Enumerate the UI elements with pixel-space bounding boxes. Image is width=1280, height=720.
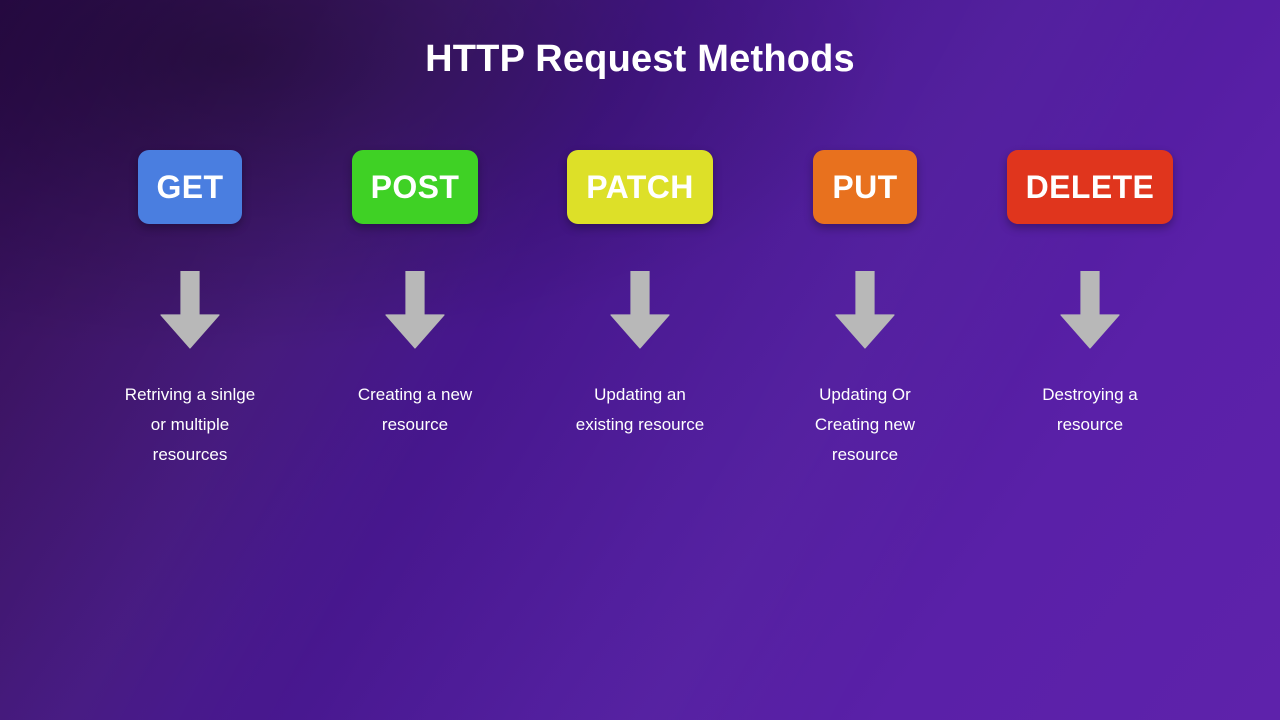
method-badge-delete[interactable]: DELETE xyxy=(1006,150,1174,224)
method-column: GET Retriving a sinlge or multiple resour… xyxy=(90,150,290,470)
method-column: PATCH Updating an existing resource xyxy=(540,150,740,440)
method-description: Updating Or Creating new resource xyxy=(814,385,916,464)
arrow-container xyxy=(160,271,220,349)
arrow-down-icon xyxy=(835,271,895,349)
method-column: POST Creating a new resource xyxy=(315,150,515,440)
method-columns: GET Retriving a sinlge or multiple resour… xyxy=(90,150,1190,470)
method-column: PUT Updating Or Creating new resource xyxy=(765,150,965,470)
arrow-down-icon xyxy=(160,271,220,349)
arrow-container xyxy=(1060,271,1120,349)
method-description: Updating an existing resource xyxy=(575,385,705,434)
arrow-down-icon xyxy=(385,271,445,349)
method-badge-get[interactable]: GET xyxy=(137,150,243,224)
page-title: HTTP Request Methods xyxy=(425,38,855,80)
method-description: Destroying a resource xyxy=(1042,385,1138,434)
method-badge-patch[interactable]: PATCH xyxy=(567,150,713,224)
arrow-container xyxy=(835,271,895,349)
arrow-container xyxy=(385,271,445,349)
arrow-down-icon xyxy=(1060,271,1120,349)
method-column: DELETE Destroying a resource xyxy=(990,150,1190,440)
method-badge-post[interactable]: POST xyxy=(351,150,479,224)
method-badge-put[interactable]: PUT xyxy=(813,150,917,224)
method-description: Retriving a sinlge or multiple resources xyxy=(124,385,256,464)
method-description: Creating a new resource xyxy=(357,385,473,434)
arrow-down-icon xyxy=(610,271,670,349)
arrow-container xyxy=(610,271,670,349)
